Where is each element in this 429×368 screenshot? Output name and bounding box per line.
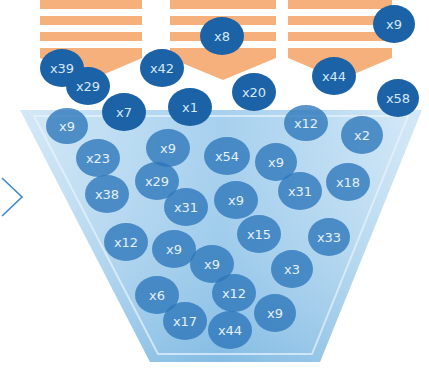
- incoming-circle: x20: [232, 73, 276, 111]
- variable-label: x9: [228, 194, 244, 207]
- funnel-circle: x15: [237, 215, 281, 253]
- variable-label: x12: [294, 117, 318, 130]
- incoming-circle: x58: [377, 79, 419, 117]
- incoming-circle: x42: [140, 49, 184, 87]
- funnel-circle: x17: [163, 302, 207, 340]
- variable-label: x1: [182, 101, 198, 114]
- variable-label: x44: [218, 324, 242, 337]
- variable-label: x29: [76, 80, 100, 93]
- variable-label: x42: [150, 62, 174, 75]
- variable-label: x9: [386, 18, 402, 31]
- variable-label: x7: [116, 106, 132, 119]
- funnel-circle: x38: [85, 175, 129, 213]
- variable-label: x9: [166, 243, 182, 256]
- funnel-circle: x12: [212, 274, 256, 312]
- funnel-circle: x44: [208, 311, 252, 349]
- variable-label: x3: [284, 263, 300, 276]
- chevron-arrow: [2, 178, 22, 216]
- funnel-circle: x31: [164, 188, 208, 226]
- funnel-rim: [34, 116, 408, 354]
- variable-label: x2: [354, 129, 370, 142]
- funnel-circle: x2: [341, 116, 383, 154]
- variable-label: x29: [145, 175, 169, 188]
- variable-label: x54: [215, 150, 239, 163]
- funnel-circle: x12: [104, 223, 148, 261]
- variable-label: x9: [160, 142, 176, 155]
- variable-label: x38: [95, 188, 119, 201]
- variable-label: x17: [173, 315, 197, 328]
- incoming-circle: x8: [200, 17, 244, 55]
- incoming-circle: x29: [66, 67, 110, 105]
- variable-label: x20: [242, 86, 266, 99]
- variable-label: x9: [59, 120, 75, 133]
- funnel-circle: x18: [326, 163, 370, 201]
- incoming-circle: x44: [312, 57, 356, 95]
- funnel-circle: x12: [284, 105, 328, 141]
- variable-label: x12: [222, 287, 246, 300]
- variable-label: x44: [322, 70, 346, 83]
- variable-label: x9: [268, 156, 284, 169]
- variable-label: x15: [247, 228, 271, 241]
- funnel-body: [20, 110, 422, 362]
- variable-label: x9: [267, 307, 283, 320]
- variable-label: x9: [204, 258, 220, 271]
- incoming-circle: x1: [168, 88, 212, 126]
- variable-label: x31: [288, 185, 312, 198]
- variable-label: x58: [386, 92, 410, 105]
- variable-label: x6: [149, 289, 165, 302]
- funnel-circle: x33: [308, 218, 350, 256]
- variable-label: x23: [86, 152, 110, 165]
- funnel-circle: x54: [204, 137, 250, 175]
- variable-label: x12: [114, 236, 138, 249]
- funnel-circle: x9: [214, 181, 258, 219]
- variable-label: x18: [336, 176, 360, 189]
- variable-label: x33: [317, 231, 341, 244]
- funnel-circle: x31: [278, 172, 322, 210]
- variable-label: x31: [174, 201, 198, 214]
- funnel-circle: x3: [271, 250, 313, 288]
- incoming-circle: x7: [102, 93, 146, 131]
- funnel-circle: x23: [76, 139, 120, 177]
- funnel-circle: x9: [46, 108, 88, 144]
- funnel-circle: x9: [254, 294, 296, 332]
- variable-label: x8: [214, 30, 230, 43]
- incoming-circle: x9: [373, 5, 415, 43]
- funnel-shade: [20, 110, 422, 362]
